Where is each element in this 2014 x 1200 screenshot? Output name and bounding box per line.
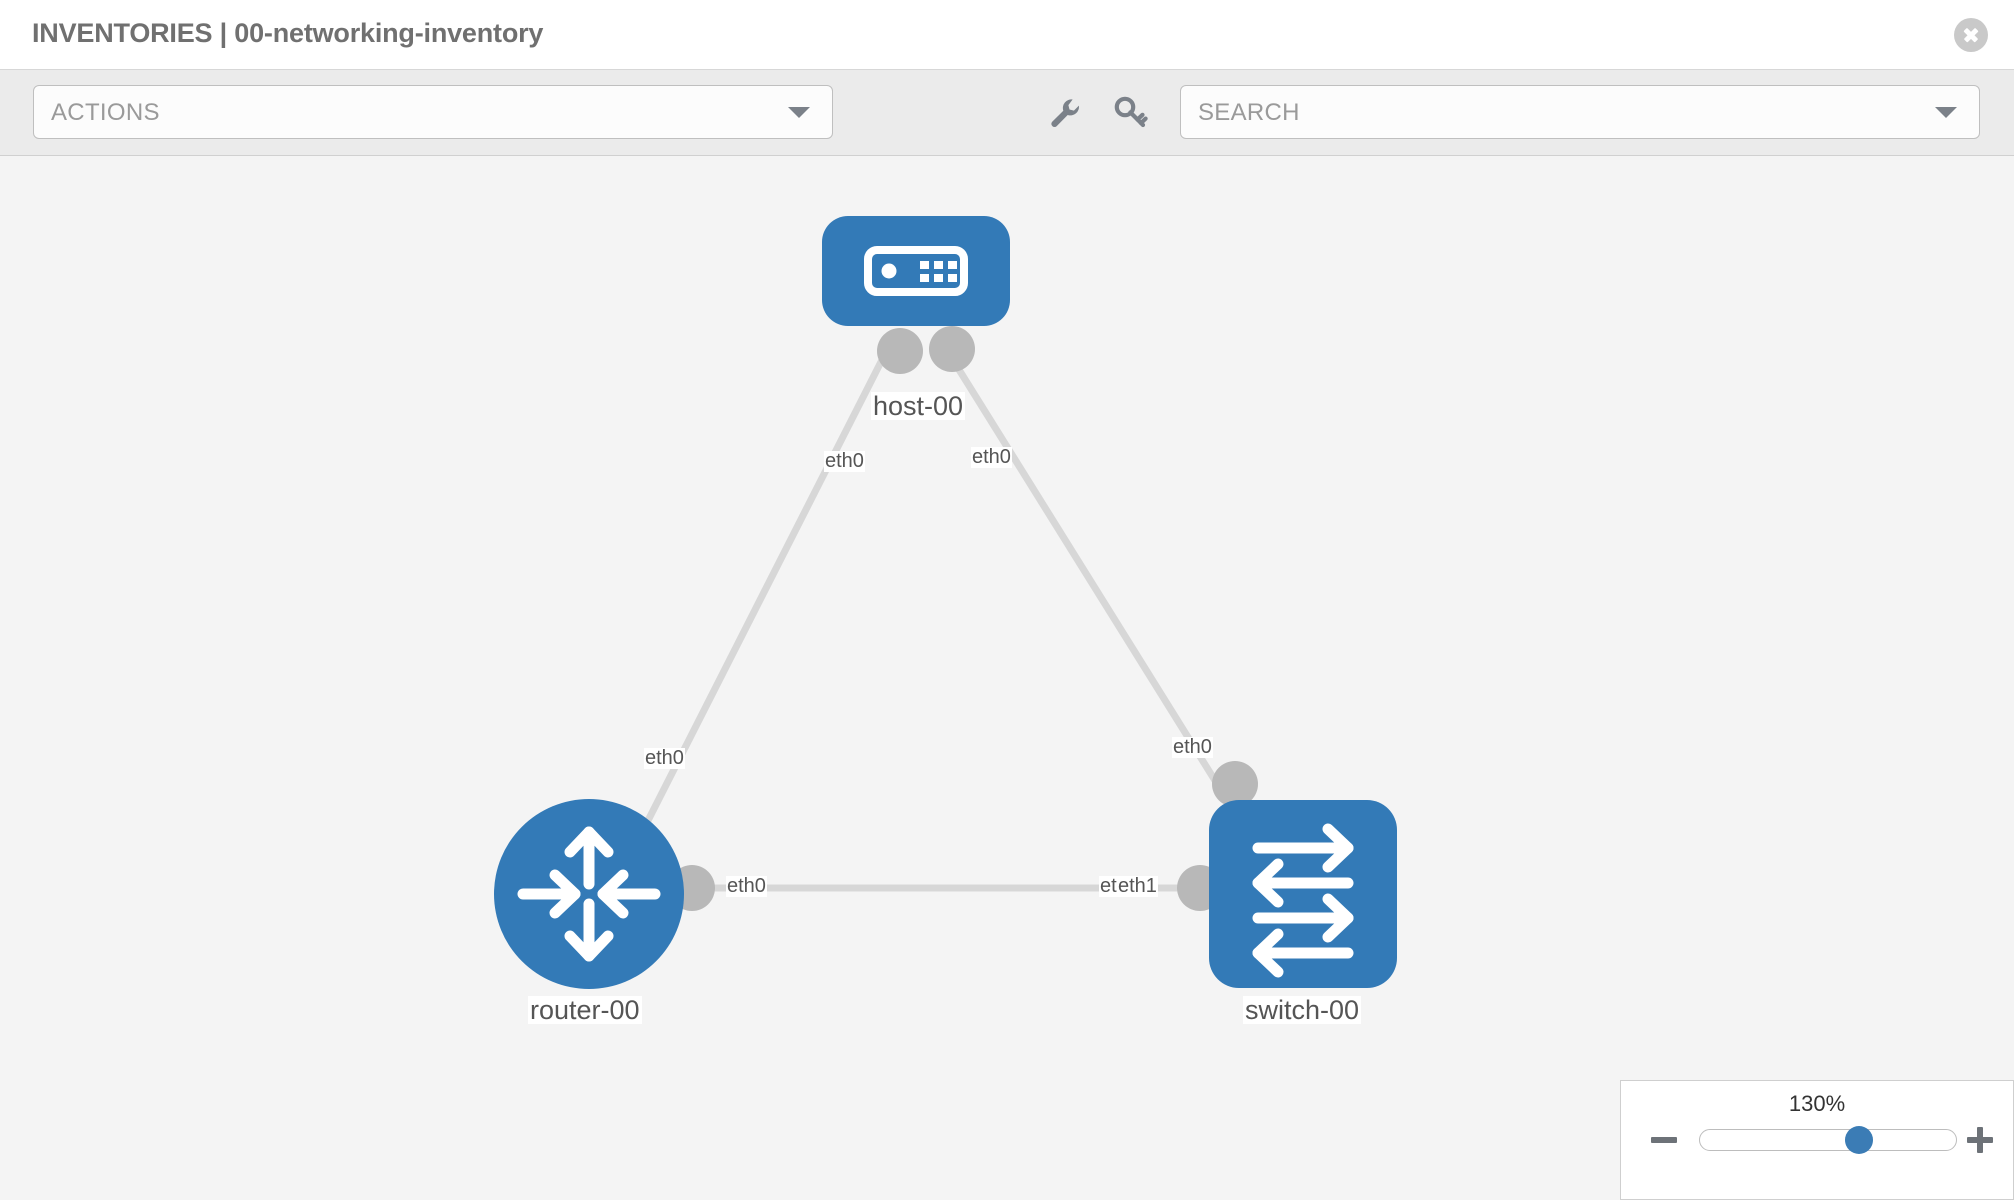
chevron-down-icon [788,107,810,118]
close-icon[interactable] [1954,18,1988,52]
node-router-00 [494,799,684,989]
switch-arrows-icon [1252,823,1354,978]
toolbar: ACTIONS SEARCH [0,70,2014,156]
edge-label: eth0 [726,875,767,897]
topology-links [626,350,1265,892]
connector-host-left [877,328,923,374]
search-placeholder: SEARCH [1198,99,1300,126]
edge-label: eth0 [824,450,865,472]
edge-label: eth0 [971,446,1012,468]
link-host-router [626,350,890,858]
search-input[interactable]: SEARCH [1180,85,1980,139]
zoom-level-value: 130% [1788,1091,1846,1116]
key-icon[interactable] [1110,92,1150,132]
page-title: INVENTORIES | 00-networking-inventory [32,18,544,48]
router-arrows-icon [517,826,661,962]
node-label-switch: switch-00 [1243,995,1362,1025]
topology-graph [494,216,1397,989]
edge-label: eth0 [1172,736,1213,758]
connector-host-right [929,326,975,372]
topology-connectors [669,326,1258,911]
topology-canvas[interactable]: host-00 router-00 switch-00 eth0 eth0 et… [0,156,2014,1200]
link-host-switch [945,350,1265,858]
plus-icon[interactable] [1965,1125,1995,1155]
edge-label: eth0 [644,747,685,769]
zoom-control-panel: 130% [1620,1080,2014,1200]
actions-dropdown-label: ACTIONS [51,99,160,126]
node-host-00 [822,216,1010,326]
node-label-router: router-00 [528,995,642,1025]
node-label-host: host-00 [871,391,966,421]
zoom-slider-thumb[interactable] [1844,1126,1873,1154]
server-icon [864,246,968,296]
minus-icon[interactable] [1649,1125,1679,1155]
node-switch-00 [1209,800,1397,988]
edge-label: eth1 [1117,875,1158,897]
connector-switch-top [1212,761,1258,807]
page-header: INVENTORIES | 00-networking-inventory [0,0,2014,70]
zoom-slider[interactable] [1699,1126,1957,1154]
actions-dropdown[interactable]: ACTIONS [33,85,833,139]
wrench-icon[interactable] [1043,92,1083,132]
chevron-down-icon [1935,107,1957,118]
